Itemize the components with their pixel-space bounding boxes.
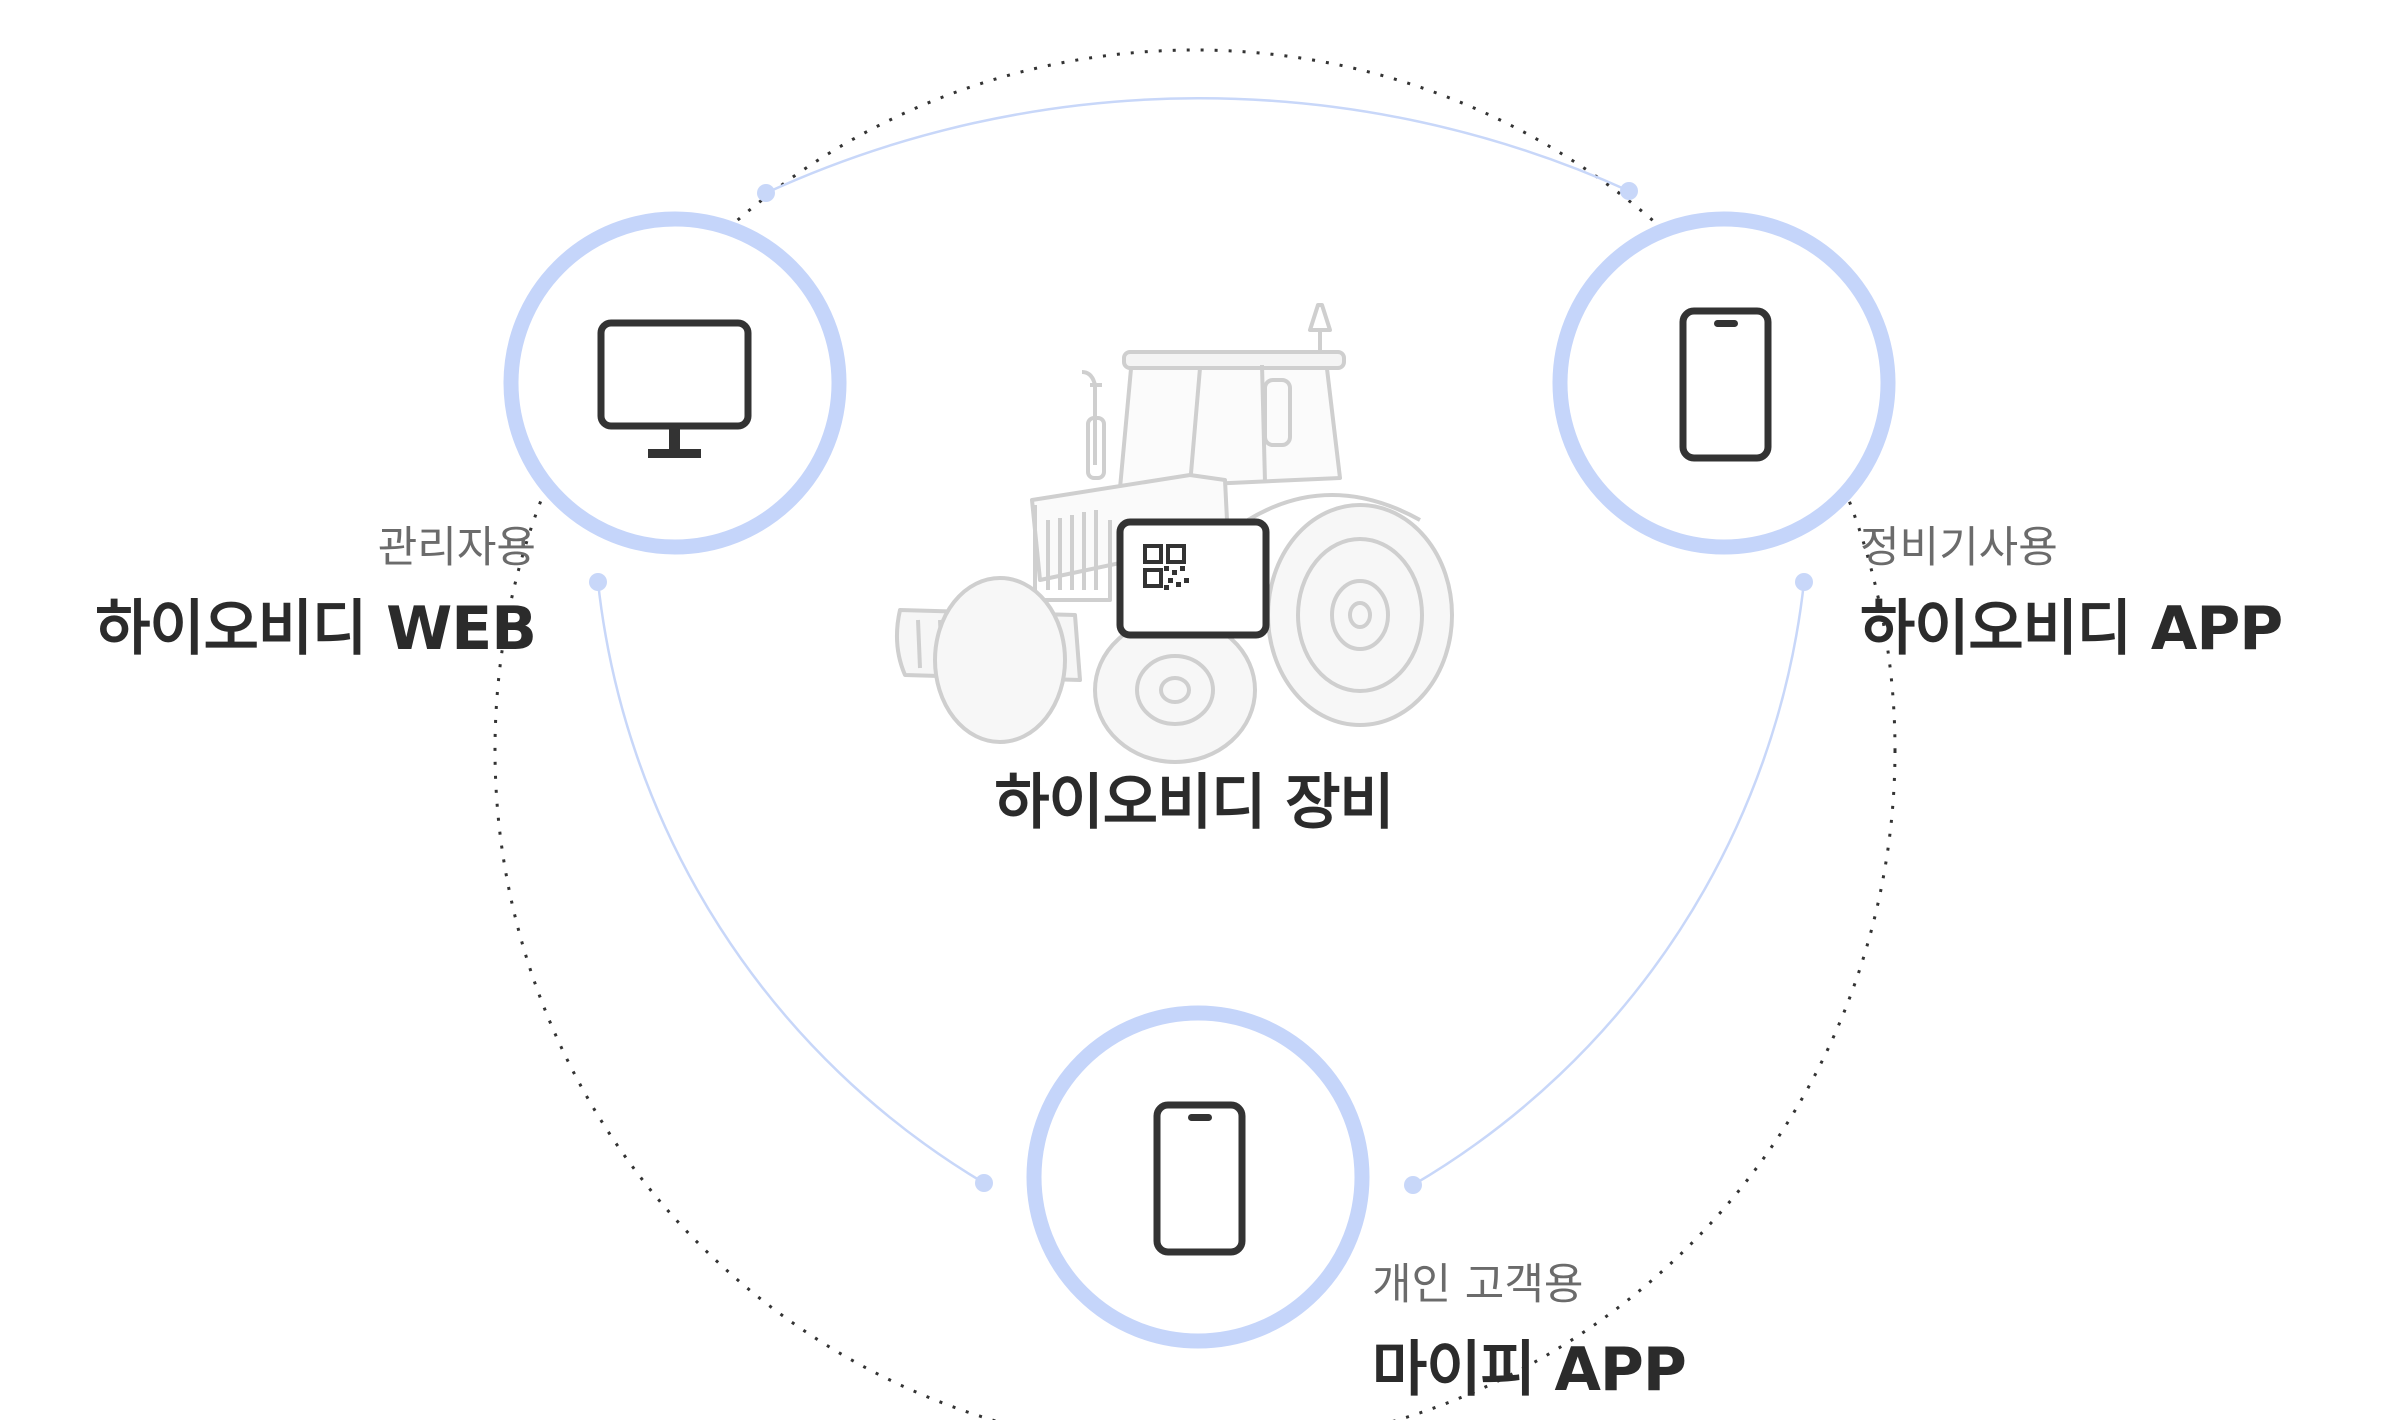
node-mechanic bbox=[1552, 211, 1896, 555]
node-customer-sub: 개인 고객용 bbox=[1372, 1260, 1584, 1310]
node-web-sub: 관리자용 bbox=[377, 523, 536, 573]
connector-dot bbox=[757, 184, 775, 202]
tractor-illustration bbox=[895, 303, 1454, 764]
connector-arc-top bbox=[765, 97, 1630, 195]
node-web-title: 하이오비디 WEB bbox=[95, 594, 537, 664]
connector-arc-left bbox=[596, 581, 985, 1185]
center-title: 하이오비디 장비 bbox=[994, 768, 1394, 838]
connector-dot bbox=[1620, 182, 1638, 200]
connector-dot bbox=[1795, 573, 1813, 591]
smartphone-icon bbox=[1153, 1101, 1246, 1256]
node-mechanic-title: 하이오비디 APP bbox=[1860, 594, 2283, 664]
node-customer bbox=[1026, 1005, 1370, 1349]
node-customer-title: 마이피 APP bbox=[1372, 1335, 1687, 1405]
smartphone-icon bbox=[1679, 307, 1772, 462]
connector-dot bbox=[975, 1174, 993, 1192]
qr-tag bbox=[1116, 518, 1270, 639]
node-mechanic-sub: 정비기사용 bbox=[1860, 523, 2058, 573]
connector-dot bbox=[589, 573, 607, 591]
qr-code-icon bbox=[1143, 544, 1189, 590]
connector-arc-right bbox=[1412, 581, 1806, 1187]
connector-dot bbox=[1404, 1176, 1422, 1194]
dotted-orbit bbox=[493, 48, 1897, 1424]
node-web bbox=[503, 211, 847, 555]
monitor-icon bbox=[597, 319, 752, 458]
